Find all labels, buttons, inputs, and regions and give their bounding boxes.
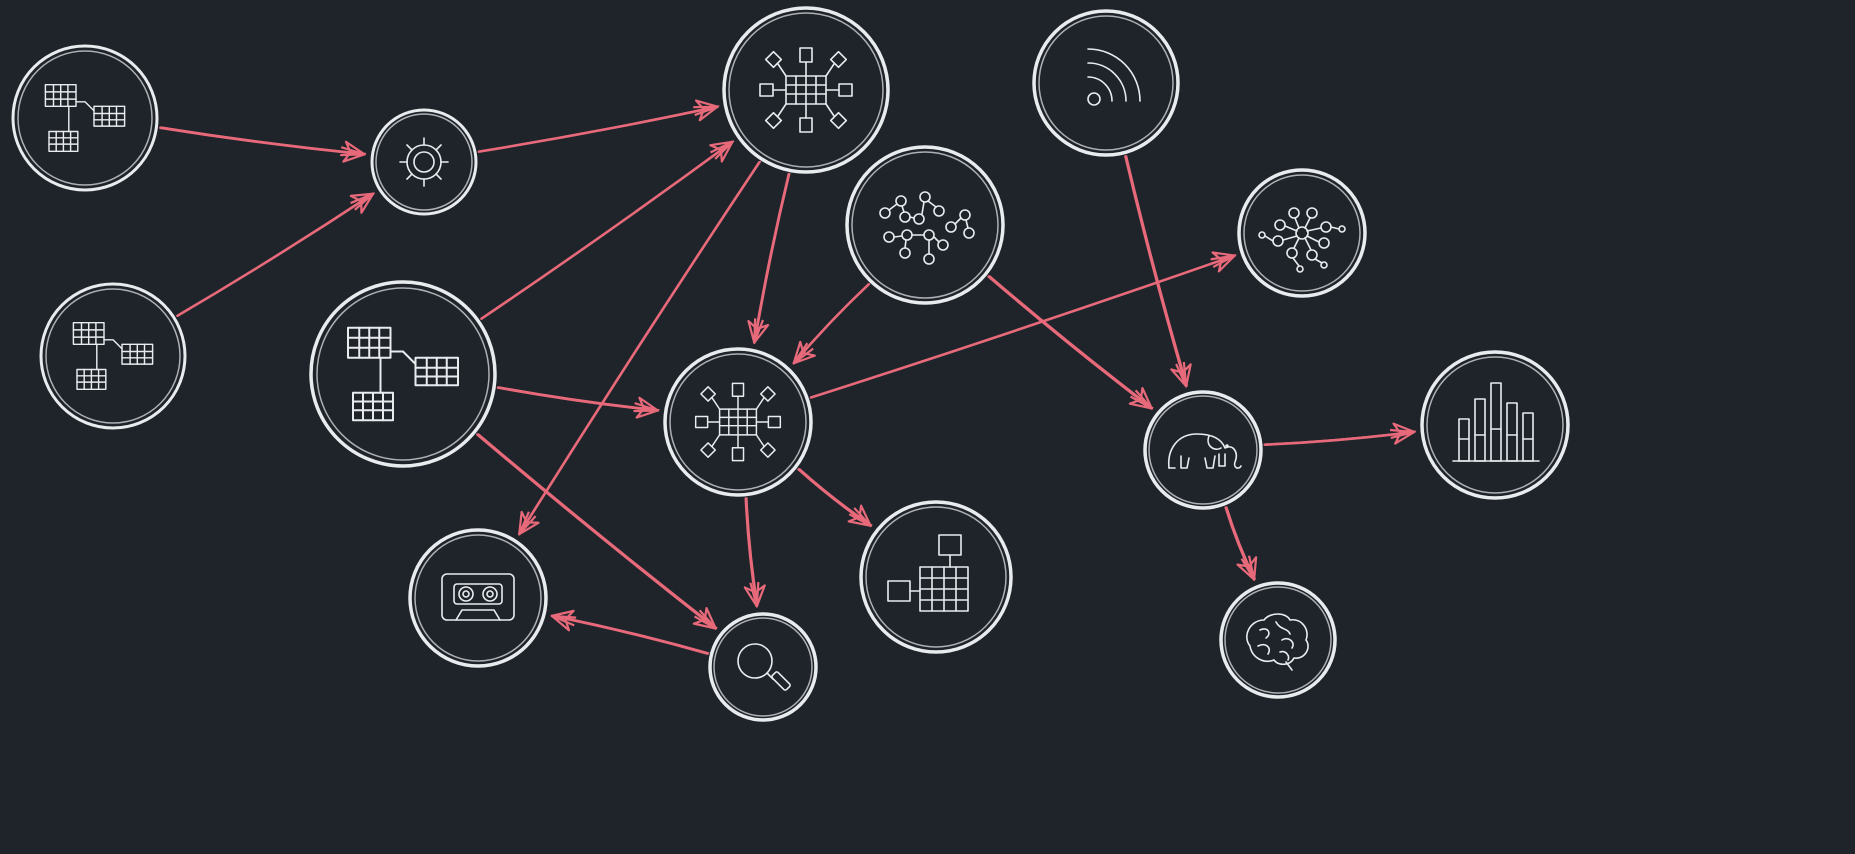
edge-star-top-to-star-mid	[747, 172, 791, 344]
arrowhead	[633, 396, 659, 419]
node-gear[interactable]	[370, 108, 478, 216]
arrowhead	[349, 192, 375, 214]
star-schema-icon	[694, 382, 782, 462]
edge-tables-c-to-star-mid	[496, 386, 660, 419]
node-search[interactable]	[708, 612, 818, 722]
edge-elephant-to-barchart	[1263, 422, 1417, 447]
relational-tables-icon	[347, 326, 459, 422]
node-tables-b[interactable]	[39, 282, 187, 430]
rss-feed-icon	[1087, 48, 1141, 106]
edge-tables-b-to-gear	[176, 192, 375, 318]
node-graph[interactable]	[845, 145, 1005, 305]
arrowhead	[1128, 387, 1153, 410]
node-star-mid[interactable]	[663, 347, 813, 497]
arrowhead	[518, 510, 540, 536]
arrowhead	[1210, 251, 1236, 273]
node-tables-a[interactable]	[11, 44, 159, 192]
nodes-layer	[11, 6, 1570, 722]
edges-layer	[159, 99, 1417, 655]
arrowhead	[1236, 555, 1258, 581]
edge-graph-to-star-mid	[792, 283, 871, 365]
arrowhead	[792, 340, 816, 365]
arrowhead	[709, 140, 734, 163]
edge-tables-c-to-star-top	[480, 140, 735, 320]
linked-table-icon	[887, 534, 969, 612]
network-hub-icon	[1258, 207, 1346, 273]
node-barchart[interactable]	[1420, 350, 1570, 500]
gear-icon	[399, 137, 449, 187]
edge-gear-to-star-top	[477, 99, 720, 153]
arrowhead	[340, 140, 366, 163]
arrowhead	[847, 504, 872, 527]
edge-star-mid-to-network	[809, 251, 1237, 399]
edge-tables-c-to-search	[476, 433, 718, 630]
elephant-icon	[1168, 433, 1242, 469]
relational-tables-icon	[44, 83, 126, 153]
arrowhead	[550, 609, 577, 632]
relational-tables-icon	[72, 321, 154, 391]
node-network[interactable]	[1237, 168, 1367, 298]
node-brain[interactable]	[1219, 581, 1337, 699]
cassette-tape-icon	[441, 573, 515, 621]
edge-graph-to-elephant	[987, 275, 1154, 410]
edge-star-top-to-tape	[517, 160, 762, 536]
node-elephant[interactable]	[1143, 390, 1263, 510]
magnifier-icon	[737, 643, 791, 691]
bar-chart-icon	[1452, 382, 1540, 462]
edge-rss-to-elephant	[1124, 155, 1192, 388]
node-table-link[interactable]	[859, 500, 1013, 654]
arrowhead	[747, 318, 770, 344]
arrowhead	[743, 581, 766, 608]
edge-search-to-tape	[550, 609, 710, 655]
node-tape[interactable]	[408, 528, 548, 668]
arrowhead	[692, 607, 717, 630]
arrowhead	[1170, 361, 1192, 388]
edge-star-mid-to-table-link	[797, 468, 873, 528]
star-schema-icon	[759, 47, 853, 133]
arrowhead	[693, 99, 719, 122]
edge-elephant-to-brain	[1224, 506, 1258, 581]
node-tables-c[interactable]	[309, 280, 497, 468]
arrowhead	[1389, 422, 1416, 445]
edge-tables-a-to-gear	[159, 126, 367, 163]
node-star-top[interactable]	[722, 6, 890, 174]
graph-nodes-icon	[879, 191, 975, 265]
edge-star-mid-to-search	[743, 497, 766, 608]
node-rss[interactable]	[1032, 9, 1180, 157]
brain-icon	[1246, 613, 1309, 671]
